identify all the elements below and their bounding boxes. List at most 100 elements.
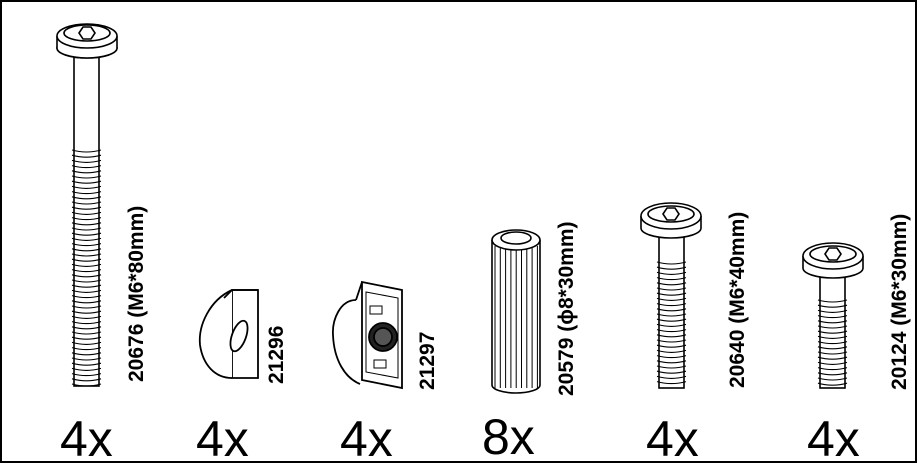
thread-line — [817, 372, 848, 376]
thread-line — [656, 297, 687, 301]
thread-line — [71, 326, 102, 330]
thread-line — [71, 341, 102, 345]
thread-line — [656, 365, 687, 369]
thread-line — [71, 263, 102, 267]
thread-line — [71, 227, 102, 231]
thread-line — [656, 303, 687, 307]
thread-line — [71, 310, 102, 314]
thread-line — [656, 261, 687, 265]
thread-line — [71, 357, 102, 361]
thread-line — [656, 318, 687, 322]
thread-line — [817, 335, 848, 339]
part-qty-5: 4x — [646, 411, 699, 463]
thread-line — [71, 211, 102, 215]
thread-line — [71, 180, 102, 184]
part-code-6: 20124 (M6*30mm) — [888, 214, 911, 390]
thread-line — [656, 308, 687, 312]
thread-line — [656, 349, 687, 353]
thread-line — [71, 274, 102, 278]
thread-line — [71, 378, 102, 382]
t-nut-threaded-icon — [332, 280, 403, 390]
thread-line — [71, 362, 102, 366]
thread-line — [656, 329, 687, 333]
thread-line — [71, 289, 102, 293]
thread-line — [817, 304, 848, 308]
thread-line — [71, 217, 102, 221]
thread-line — [71, 258, 102, 262]
thread-line — [71, 191, 102, 195]
thread-line — [656, 381, 687, 385]
thread-line — [71, 295, 102, 299]
thread-line — [817, 320, 848, 324]
part-qty-4: 8x — [482, 409, 535, 463]
thread-line — [817, 351, 848, 355]
thread-line — [656, 375, 687, 379]
thread-line — [71, 201, 102, 205]
thread-line — [71, 159, 102, 163]
part-qty-2: 4x — [196, 411, 249, 463]
part-code-5: 20640 (M6*40mm) — [726, 212, 749, 388]
thread-line — [71, 383, 102, 387]
bolt-medium-thread — [656, 261, 687, 385]
bolt-long-thread — [71, 149, 102, 387]
thread-line — [656, 344, 687, 348]
thread-line — [656, 271, 687, 275]
thread-line — [71, 284, 102, 288]
thread-line — [71, 196, 102, 200]
thread-line — [71, 315, 102, 319]
part-code-2: 21296 — [265, 326, 288, 384]
part-code-3: 21297 — [416, 332, 439, 390]
thread-line — [656, 292, 687, 296]
t-slot-nut-icon — [198, 289, 259, 379]
thread-line — [817, 356, 848, 360]
thread-line — [71, 367, 102, 371]
thread-line — [817, 377, 848, 381]
thread-line — [656, 313, 687, 317]
thread-line — [656, 360, 687, 364]
thread-line — [817, 341, 848, 345]
thread-line — [71, 347, 102, 351]
thread-line — [71, 170, 102, 174]
thread-line — [656, 277, 687, 281]
part-code-4: 20579 (ϕ8*30mm) — [555, 221, 578, 396]
thread-line — [71, 253, 102, 257]
thread-line — [817, 330, 848, 334]
thread-line — [71, 373, 102, 377]
thread-line — [817, 367, 848, 371]
thread-line — [656, 266, 687, 270]
thread-line — [71, 149, 102, 153]
thread-line — [71, 269, 102, 273]
part-qty-6: 4x — [807, 411, 860, 463]
part-qty-3: 4x — [340, 411, 393, 463]
thread-line — [817, 346, 848, 350]
dowel-pin-icon — [491, 229, 541, 394]
thread-line — [71, 352, 102, 356]
thread-line — [71, 279, 102, 283]
thread-line — [656, 339, 687, 343]
thread-line — [656, 282, 687, 286]
thread-line — [71, 175, 102, 179]
thread-line — [656, 287, 687, 291]
thread-line — [71, 165, 102, 169]
thread-line — [656, 355, 687, 359]
thread-line — [71, 248, 102, 252]
thread-line — [656, 334, 687, 338]
part-code-1: 20676 (M6*80mm) — [125, 206, 148, 382]
part-qty-1: 4x — [60, 411, 113, 463]
thread-line — [71, 243, 102, 247]
dowel-pin-flutes — [494, 246, 538, 388]
thread-line — [71, 154, 102, 158]
bolt-medium-icon — [640, 202, 702, 389]
thread-line — [817, 309, 848, 313]
bolt-short-icon — [802, 242, 864, 389]
thread-line — [71, 185, 102, 189]
thread-line — [71, 237, 102, 241]
thread-line — [71, 300, 102, 304]
thread-line — [71, 232, 102, 236]
thread-line — [817, 315, 848, 319]
thread-line — [71, 321, 102, 325]
thread-line — [817, 299, 848, 303]
thread-line — [71, 222, 102, 226]
